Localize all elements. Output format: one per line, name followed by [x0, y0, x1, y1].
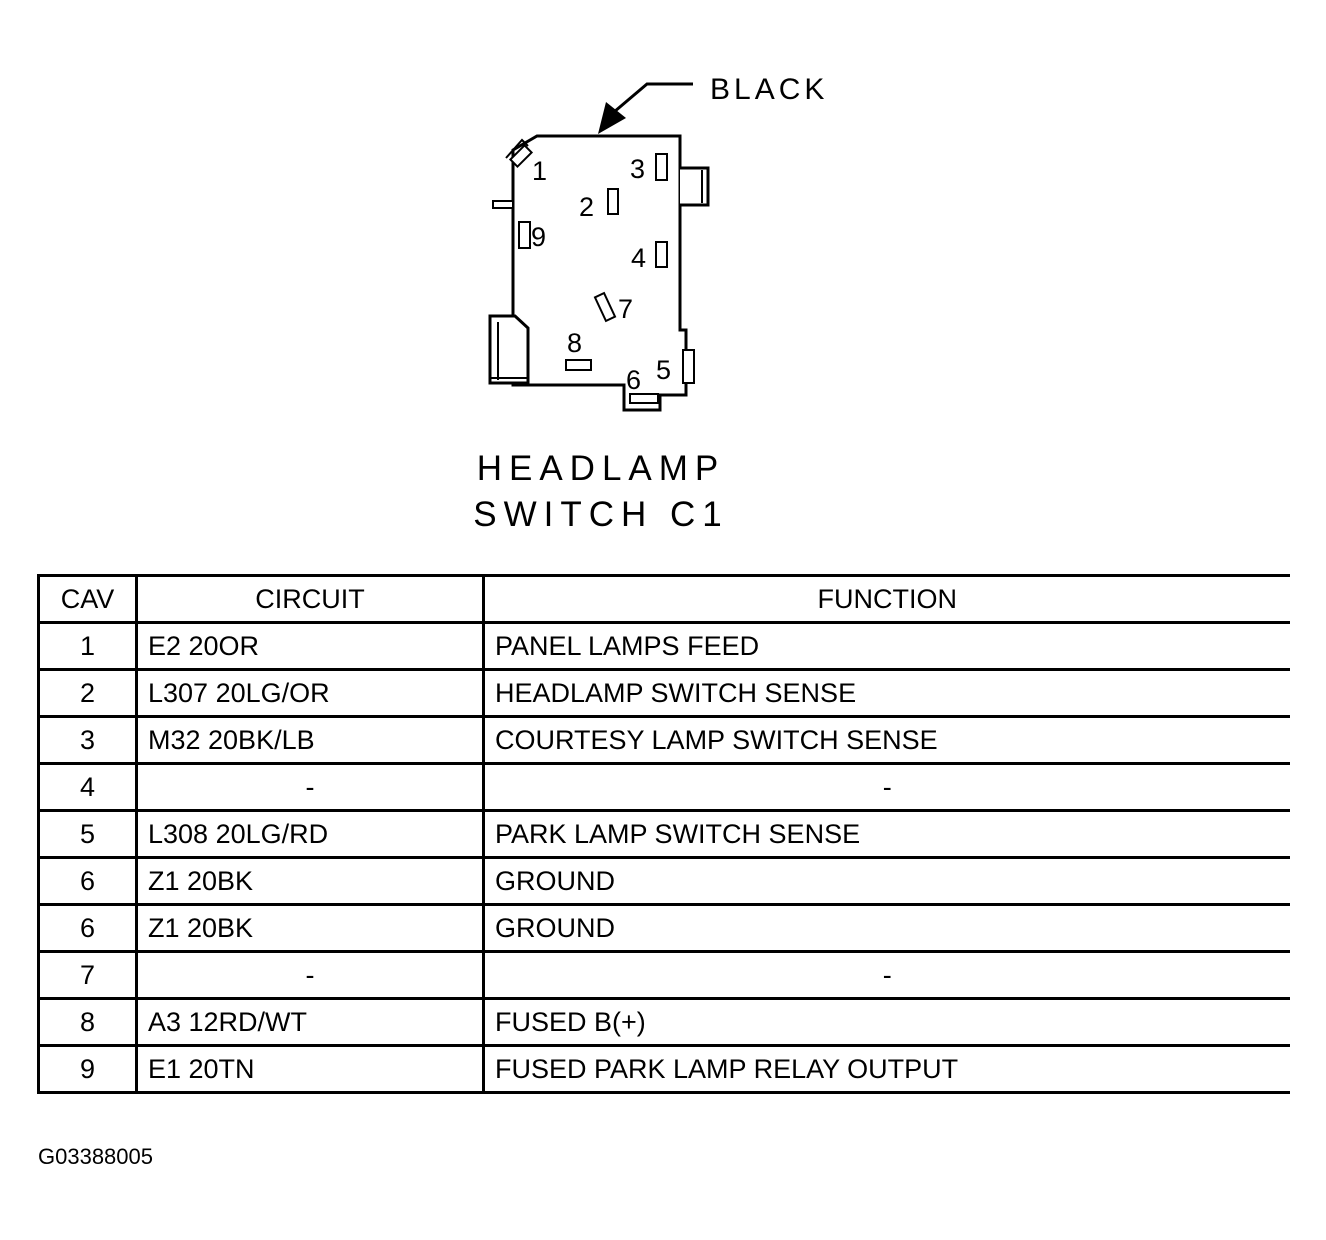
table-row: 3 M32 20BK/LB COURTESY LAMP SWITCH SENSE: [37, 715, 1290, 765]
circuit-cell: L307 20LG/OR: [135, 668, 485, 718]
header-circuit: CIRCUIT: [135, 574, 485, 624]
cav-cell: 9: [37, 1044, 138, 1094]
table-row: 7 - -: [37, 950, 1290, 1000]
cav-cell: 3: [37, 715, 138, 765]
cav-cell: 4: [37, 762, 138, 812]
table-row: 1 E2 20OR PANEL LAMPS FEED: [37, 621, 1290, 671]
cavity-8: [565, 359, 592, 371]
circuit-cell: E2 20OR: [135, 621, 485, 671]
cav-cell: 6: [37, 856, 138, 906]
pin-label-4: 4: [631, 243, 646, 273]
circuit-cell: -: [135, 762, 485, 812]
figure-id: G03388005: [38, 1144, 153, 1169]
circuit-cell: Z1 20BK: [135, 856, 485, 906]
circuit-cell: E1 20TN: [135, 1044, 485, 1094]
cavity-9: [518, 221, 531, 249]
function-cell: -: [482, 762, 1290, 812]
pin-label-2: 2: [579, 192, 594, 222]
cavity-2: [607, 188, 619, 215]
connector-diagram: 1 2 3 4 5 6 7 8 9 BLACK HEADLAMP SWITCH …: [473, 73, 828, 534]
cavity-3: [655, 153, 668, 181]
callout-arrowhead: [598, 102, 626, 134]
table-row: 8 A3 12RD/WT FUSED B(+): [37, 997, 1290, 1047]
function-cell: FUSED B(+): [482, 997, 1290, 1047]
callout-label: BLACK: [710, 73, 828, 106]
circuit-cell: -: [135, 950, 485, 1000]
table-header-row: CAV CIRCUIT FUNCTION: [37, 574, 1290, 624]
function-cell: -: [482, 950, 1290, 1000]
header-cav: CAV: [37, 574, 138, 624]
cavity-5: [682, 349, 695, 384]
pin-label-8: 8: [567, 328, 582, 358]
pinout-table: CAV CIRCUIT FUNCTION 1 E2 20OR PANEL LAM…: [37, 574, 1290, 1094]
function-cell: PARK LAMP SWITCH SENSE: [482, 809, 1290, 859]
cav-cell: 5: [37, 809, 138, 859]
cavity-1: [508, 143, 534, 169]
cav-cell: 7: [37, 950, 138, 1000]
pin-label-1: 1: [532, 156, 547, 186]
right-tab: [680, 166, 710, 207]
function-cell: COURTESY LAMP SWITCH SENSE: [482, 715, 1290, 765]
table-row: 9 E1 20TN FUSED PARK LAMP RELAY OUTPUT: [37, 1044, 1290, 1094]
cav-cell: 1: [37, 621, 138, 671]
left-latch: [488, 314, 530, 385]
function-cell: HEADLAMP SWITCH SENSE: [482, 668, 1290, 718]
circuit-cell: M32 20BK/LB: [135, 715, 485, 765]
table-row: 4 - -: [37, 762, 1290, 812]
table-row: 6 Z1 20BK GROUND: [37, 856, 1290, 906]
left-tab: [492, 200, 514, 209]
circuit-cell: L308 20LG/RD: [135, 809, 485, 859]
cavity-4: [655, 241, 668, 268]
table-row: 2 L307 20LG/OR HEADLAMP SWITCH SENSE: [37, 668, 1290, 718]
pin-label-9: 9: [531, 222, 546, 252]
caption-line-1: HEADLAMP: [477, 449, 726, 488]
pin-label-5: 5: [656, 355, 671, 385]
circuit-cell: A3 12RD/WT: [135, 997, 485, 1047]
pin-label-3: 3: [630, 154, 645, 184]
table-row: 6 Z1 20BK GROUND: [37, 903, 1290, 953]
function-cell: GROUND: [482, 856, 1290, 906]
table-row: 5 L308 20LG/RD PARK LAMP SWITCH SENSE: [37, 809, 1290, 859]
circuit-cell: Z1 20BK: [135, 903, 485, 953]
cavity-7: [593, 291, 617, 323]
function-cell: FUSED PARK LAMP RELAY OUTPUT: [482, 1044, 1290, 1094]
header-function: FUNCTION: [482, 574, 1290, 624]
function-cell: PANEL LAMPS FEED: [482, 621, 1290, 671]
callout-leader: [613, 82, 693, 114]
function-cell: GROUND: [482, 903, 1290, 953]
pin-label-6: 6: [626, 365, 641, 395]
pin-label-7: 7: [618, 294, 633, 324]
cav-cell: 8: [37, 997, 138, 1047]
caption-line-2: SWITCH C1: [473, 495, 729, 534]
cav-cell: 6: [37, 903, 138, 953]
cavity-6: [629, 393, 659, 404]
cav-cell: 2: [37, 668, 138, 718]
